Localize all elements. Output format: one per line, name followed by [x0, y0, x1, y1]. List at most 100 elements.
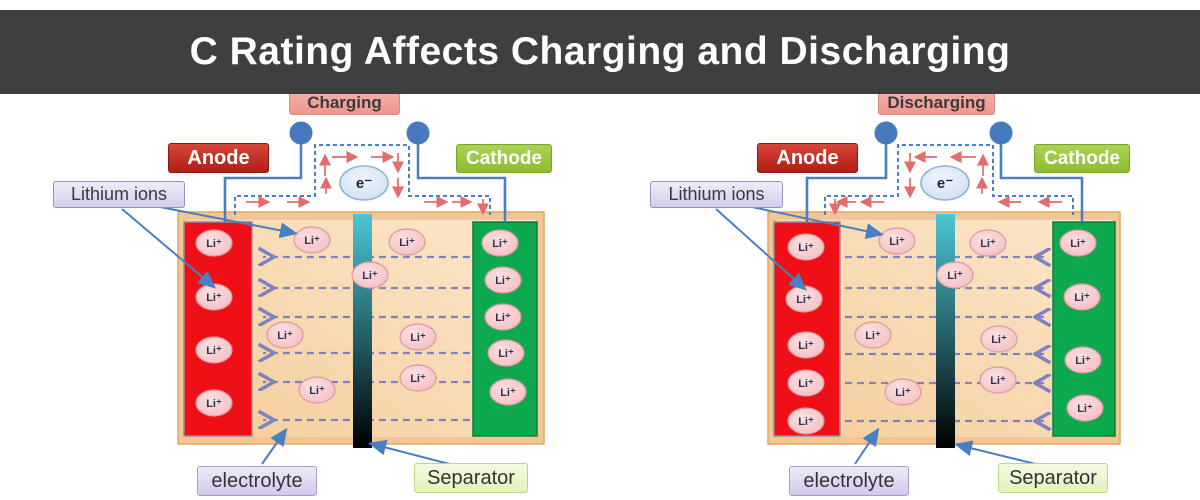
li-ion-ellipse — [195, 229, 233, 257]
separator-tag: Separator — [414, 463, 528, 493]
anode-tag: Anode — [168, 143, 269, 173]
cathode-tag-label: Cathode — [466, 147, 542, 169]
li-ion: Li⁺ — [787, 331, 825, 359]
li-ion: Li⁺ — [884, 378, 922, 406]
li-ion-ellipse — [481, 229, 519, 257]
li-ion-label: Li⁺ — [410, 332, 426, 344]
electrolyte-pointer — [854, 427, 880, 465]
li-ion-label: Li⁺ — [500, 387, 516, 399]
lithium-ions-pointer — [121, 208, 217, 289]
li-ion-ellipse — [979, 366, 1017, 394]
li-ion: Li⁺ — [1064, 346, 1102, 374]
li-ion: Li⁺ — [1063, 283, 1101, 311]
li-ion-ellipse — [1063, 283, 1101, 311]
li-ion-label: Li⁺ — [865, 330, 881, 342]
li-ion-label: Li⁺ — [304, 235, 320, 247]
li-ion-label: Li⁺ — [206, 292, 222, 304]
li-ion-ellipse — [936, 261, 974, 289]
anode-wire — [223, 144, 303, 222]
anode-tag-label: Anode — [776, 146, 839, 169]
cathode-tag-label: Cathode — [1044, 147, 1120, 169]
li-ion-label: Li⁺ — [410, 373, 426, 385]
li-ion: Li⁺ — [266, 321, 304, 349]
li-ion-label: Li⁺ — [889, 236, 905, 248]
li-ion: Li⁺ — [388, 228, 426, 256]
cathode-wire — [999, 144, 1084, 222]
li-ion: Li⁺ — [787, 233, 825, 261]
li-ion-label: Li⁺ — [1077, 403, 1093, 415]
li-ion-label: Li⁺ — [206, 345, 222, 357]
li-ion: Li⁺ — [195, 336, 233, 364]
electron-path — [234, 144, 491, 215]
electron-label: e⁻ — [356, 175, 372, 192]
title-bar: C Rating Affects Charging and Dischargin… — [0, 10, 1200, 94]
discharging-tag-label: Discharging — [887, 92, 986, 112]
anode-terminal — [874, 121, 898, 145]
lithium-ions-pointer — [751, 206, 884, 239]
anode-tag-label: Anode — [187, 146, 250, 169]
li-ion-ellipse — [787, 233, 825, 261]
li-ion: Li⁺ — [293, 226, 331, 254]
li-ion-ellipse — [195, 336, 233, 364]
li-ion-label: Li⁺ — [1074, 292, 1090, 304]
li-ion-ellipse — [484, 303, 522, 331]
li-ion-label: Li⁺ — [798, 242, 814, 254]
li-ion: Li⁺ — [195, 389, 233, 417]
lithium-ions-pointer — [715, 208, 807, 291]
li-ion-label: Li⁺ — [362, 270, 378, 282]
li-ion: Li⁺ — [351, 261, 389, 289]
li-ion: Li⁺ — [399, 364, 437, 392]
lithium-ions-tag-label: Lithium ions — [668, 184, 765, 204]
li-ion-ellipse — [980, 325, 1018, 353]
li-ion-label: Li⁺ — [399, 237, 415, 249]
li-ion-label: Li⁺ — [947, 270, 963, 282]
li-ion-label: Li⁺ — [206, 238, 222, 250]
li-ion-label: Li⁺ — [277, 330, 293, 342]
li-ion-ellipse — [484, 266, 522, 294]
li-ion: Li⁺ — [484, 303, 522, 331]
li-ion-ellipse — [1064, 346, 1102, 374]
li-ion: Li⁺ — [399, 323, 437, 351]
cathode-tag: Cathode — [1034, 144, 1130, 173]
li-ion-ellipse — [298, 376, 336, 404]
anode-tag: Anode — [757, 143, 858, 173]
li-ion-ellipse — [489, 378, 527, 406]
li-ion: Li⁺ — [787, 407, 825, 435]
li-ion-ellipse — [854, 321, 892, 349]
cathode-tag: Cathode — [456, 144, 552, 173]
li-ion-ellipse — [399, 323, 437, 351]
charging-tag-label: Charging — [307, 92, 382, 112]
discharging-tag: Discharging — [878, 90, 995, 115]
electrolyte-tag: electrolyte — [789, 466, 909, 496]
charging-diagram: Li⁺ Li⁺ Li⁺ Li⁺ Li⁺ Li⁺ Li⁺ Li⁺ Li⁺ Li⁺ … — [121, 121, 545, 469]
li-ion-label: Li⁺ — [796, 294, 812, 306]
li-ion: Li⁺ — [298, 376, 336, 404]
electrolyte-pointer — [261, 427, 288, 465]
li-ion-ellipse — [351, 261, 389, 289]
li-ion: Li⁺ — [787, 369, 825, 397]
electrolyte-tag: electrolyte — [197, 466, 317, 496]
li-ion-label: Li⁺ — [498, 348, 514, 360]
page-title: C Rating Affects Charging and Dischargin… — [189, 30, 1011, 73]
separator-tag-label: Separator — [427, 466, 515, 489]
charging-tag: Charging — [289, 90, 400, 115]
li-ion-label: Li⁺ — [895, 387, 911, 399]
li-ion: Li⁺ — [854, 321, 892, 349]
li-ion-ellipse — [388, 228, 426, 256]
li-ion: Li⁺ — [195, 229, 233, 257]
li-ion-label: Li⁺ — [980, 238, 996, 250]
li-ion: Li⁺ — [979, 366, 1017, 394]
li-ion-ellipse — [293, 226, 331, 254]
li-ion-label: Li⁺ — [495, 275, 511, 287]
li-ion: Li⁺ — [481, 229, 519, 257]
lithium-ions-tag: Lithium ions — [650, 181, 783, 208]
li-ion-ellipse — [1059, 229, 1097, 257]
lithium-ions-pointer — [159, 206, 298, 239]
li-ion-ellipse — [969, 229, 1007, 257]
li-ion-label: Li⁺ — [492, 238, 508, 250]
li-ion-ellipse — [787, 407, 825, 435]
li-ion-label: Li⁺ — [309, 385, 325, 397]
lithium-ions-tag: Lithium ions — [53, 181, 185, 208]
lithium-ions-tag-label: Lithium ions — [70, 184, 168, 204]
li-ion: Li⁺ — [195, 283, 233, 311]
